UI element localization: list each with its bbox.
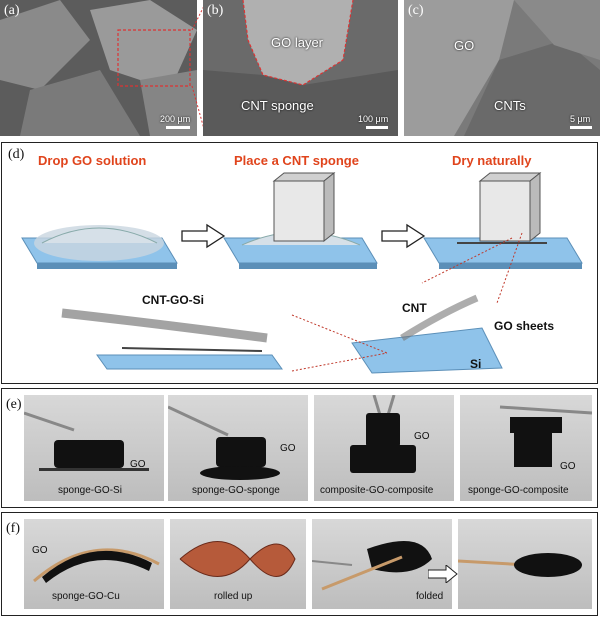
- zoom-box: [117, 29, 191, 87]
- cnt-label: CNT: [402, 301, 427, 315]
- panel-label-b: (b): [207, 3, 224, 18]
- panel-label-a: (a): [4, 3, 20, 18]
- photo-f4: [458, 519, 592, 609]
- scale-text-c: 5 μm: [570, 114, 591, 124]
- caption-f2: rolled up: [214, 591, 253, 602]
- sem-texture-c: [404, 0, 600, 136]
- step-place-cnt: Place a CNT sponge: [234, 153, 359, 168]
- panel-label-f: (f): [6, 521, 20, 536]
- sem-image-b: (b) GO layer CNT sponge 100 μm: [203, 0, 398, 136]
- photo-f3: folded: [312, 519, 452, 609]
- photo-e4: GO sponge-GO-composite: [460, 395, 592, 501]
- go-label-e3: GO: [414, 431, 430, 442]
- photo-e1: GO sponge-GO-Si: [24, 395, 164, 501]
- sem-image-a: (a) 200 μm: [0, 0, 197, 136]
- scale-text-b: 100 μm: [358, 114, 389, 124]
- step-drop-go: Drop GO solution: [38, 153, 147, 168]
- cnt-sponge-label: CNT sponge: [241, 98, 314, 113]
- go-label-e1: GO: [130, 459, 146, 470]
- schematic-panel-d: (d) Drop GO solution Place a CNT sponge …: [1, 142, 598, 384]
- go-sheets-label: GO sheets: [494, 319, 555, 333]
- schematic-drawing: [21, 171, 583, 374]
- panel-label-c: (c): [408, 3, 424, 18]
- caption-e1: sponge-GO-Si: [58, 485, 122, 496]
- photo-panel-e: (e) GO sponge-GO-Si GO sponge-GO-sponge …: [1, 388, 598, 508]
- caption-e3: composite-GO-composite: [320, 485, 434, 496]
- cnt-go-si-label: CNT-GO-Si: [142, 293, 204, 307]
- go-label-c: GO: [454, 38, 475, 53]
- sem-texture-b: [203, 0, 398, 136]
- photo-f1: GO sponge-GO-Cu: [24, 519, 164, 609]
- fold-arrow-icon: [427, 563, 458, 588]
- caption-f3: folded: [416, 591, 444, 602]
- go-layer-label: GO layer: [271, 35, 324, 50]
- zoom-connector: [191, 1, 207, 137]
- go-label-e2: GO: [280, 443, 296, 454]
- panel-label-e: (e): [6, 397, 22, 412]
- caption-e2: sponge-GO-sponge: [192, 485, 280, 496]
- cnts-label-c: CNTs: [494, 98, 526, 113]
- go-label-e4: GO: [560, 461, 576, 472]
- caption-e4: sponge-GO-composite: [468, 485, 569, 496]
- go-label-f1: GO: [32, 545, 48, 556]
- sem-texture-a: [0, 0, 197, 136]
- scale-bar-b: [366, 126, 388, 129]
- photo-e2: GO sponge-GO-sponge: [168, 395, 308, 501]
- scale-text-a: 200 μm: [160, 114, 191, 124]
- photo-panel-f: (f) GO sponge-GO-Cu rolled up folded: [1, 512, 598, 616]
- panel-label-d: (d): [8, 147, 25, 162]
- scale-bar-c: [570, 126, 592, 129]
- photo-f2: rolled up: [170, 519, 306, 609]
- scale-bar-a: [166, 126, 190, 129]
- sem-image-c: (c) GO CNTs 5 μm: [404, 0, 600, 136]
- caption-f1: sponge-GO-Cu: [52, 591, 120, 602]
- si-label: Si: [470, 357, 482, 371]
- step-dry: Dry naturally: [452, 153, 532, 168]
- photo-e3: GO composite-GO-composite: [314, 395, 454, 501]
